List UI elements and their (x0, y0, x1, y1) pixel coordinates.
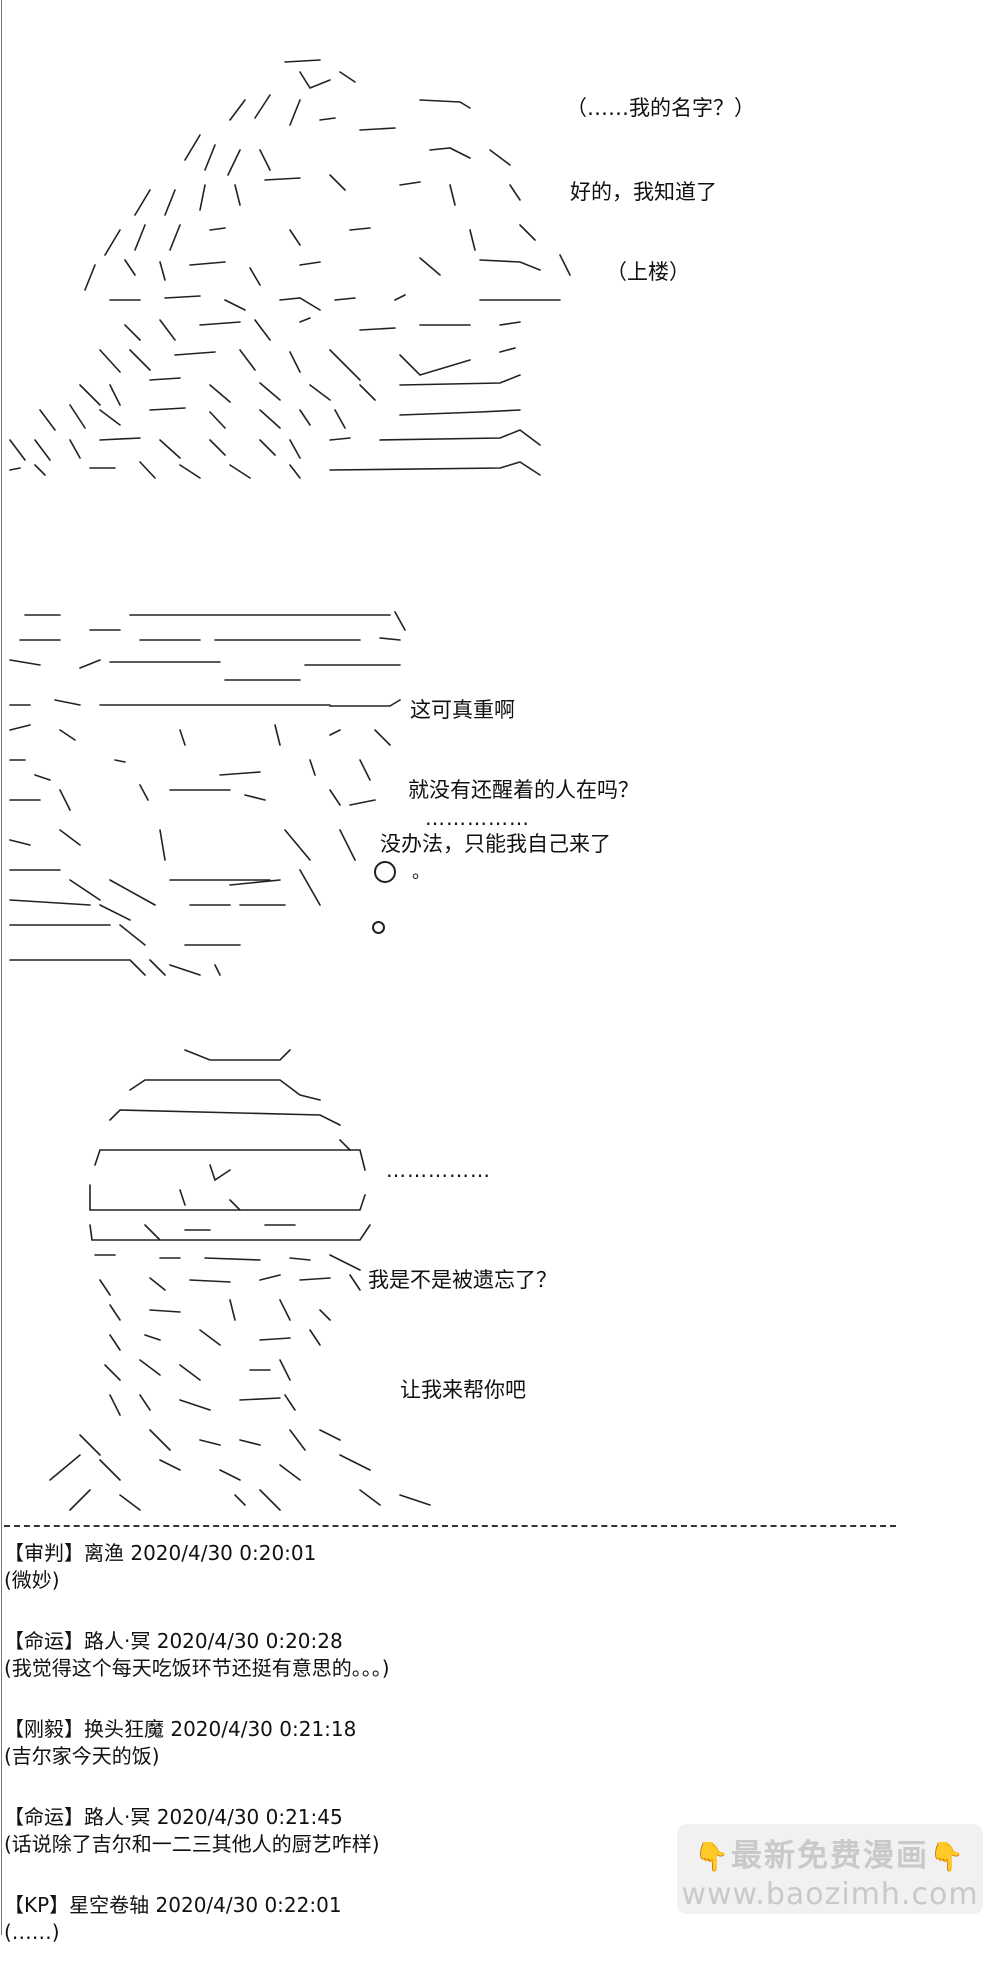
ascii-art-figure-2 (9, 611, 406, 976)
comment-body: (微妙) (4, 1568, 60, 1592)
ascii-art-layer (9, 59, 571, 1511)
left-border (1, 0, 2, 1935)
watermark-title: 👇最新免费漫画👇 (677, 1824, 983, 1875)
comment-item: 【KP】星空卷轴 2020/4/30 0:22:01 (……) (4, 1892, 904, 1946)
comment-header: 【命运】路人·冥 2020/4/30 0:20:28 (4, 1629, 343, 1653)
pointing-down-icon: 👇 (929, 1840, 966, 1873)
ascii-art-drawings (9, 59, 571, 1511)
comment-header: 【KP】星空卷轴 2020/4/30 0:22:01 (4, 1893, 342, 1917)
panel2-line-myself: 没办法，只能我自己来了 (380, 832, 611, 856)
comment-header: 【审判】离渔 2020/4/30 0:20:01 (4, 1541, 317, 1565)
comment-item: 【刚毅】换头狂魔 2020/4/30 0:21:18 (吉尔家今天的饭) (4, 1716, 904, 1770)
bubble-small-mark: 。 (412, 862, 430, 883)
panel3-ellipsis: …………… (386, 1158, 491, 1182)
ascii-art-figure-3 (49, 1049, 431, 1511)
panel1-line-upstairs: （上楼） (606, 260, 690, 284)
panel1-line-name: （……我的名字？） (566, 96, 755, 120)
watermark-url: www.baozimh.com (681, 1877, 979, 1912)
comment-header: 【刚毅】换头狂魔 2020/4/30 0:21:18 (4, 1717, 357, 1741)
panel3-line-forgotten: 我是不是被遗忘了？ (368, 1268, 557, 1292)
bubble-large-circle (374, 861, 396, 883)
comment-item: 【命运】路人·冥 2020/4/30 0:20:28 (我觉得这个每天吃饭环节还… (4, 1628, 904, 1682)
comment-header: 【命运】路人·冥 2020/4/30 0:21:45 (4, 1805, 343, 1829)
panel2-line-anyone-awake: 就没有还醒着的人在吗？ (408, 778, 639, 802)
comment-item: 【命运】路人·冥 2020/4/30 0:21:45 (话说除了吉尔和一二三其他… (4, 1804, 904, 1858)
comment-body: (我觉得这个每天吃饭环节还挺有意思的。。。) (4, 1656, 390, 1680)
comment-body: (话说除了吉尔和一二三其他人的厨艺咋样) (4, 1832, 380, 1856)
comment-item: 【审判】离渔 2020/4/30 0:20:01 (微妙) (4, 1540, 904, 1594)
site-watermark[interactable]: 👇最新免费漫画👇 www.baozimh.com (677, 1824, 983, 1914)
panel3-line-help: 让我来帮你吧 (400, 1378, 526, 1402)
comment-body: (吉尔家今天的饭) (4, 1744, 160, 1768)
ascii-art-figure-1 (9, 59, 571, 479)
comment-list: 【审判】离渔 2020/4/30 0:20:01 (微妙) 【命运】路人·冥 2… (4, 1540, 904, 1980)
panel2-line-heavy: 这可真重啊 (410, 698, 515, 722)
panel2-ellipsis: …………… (425, 806, 530, 830)
watermark-title-text: 最新免费漫画 (731, 1838, 929, 1874)
panel1-line-understood: 好的，我知道了 (570, 180, 717, 204)
section-divider (4, 1525, 896, 1527)
pointing-down-icon: 👇 (694, 1840, 731, 1873)
bubble-tiny-circle (372, 921, 385, 934)
comment-body: (……) (4, 1920, 60, 1944)
